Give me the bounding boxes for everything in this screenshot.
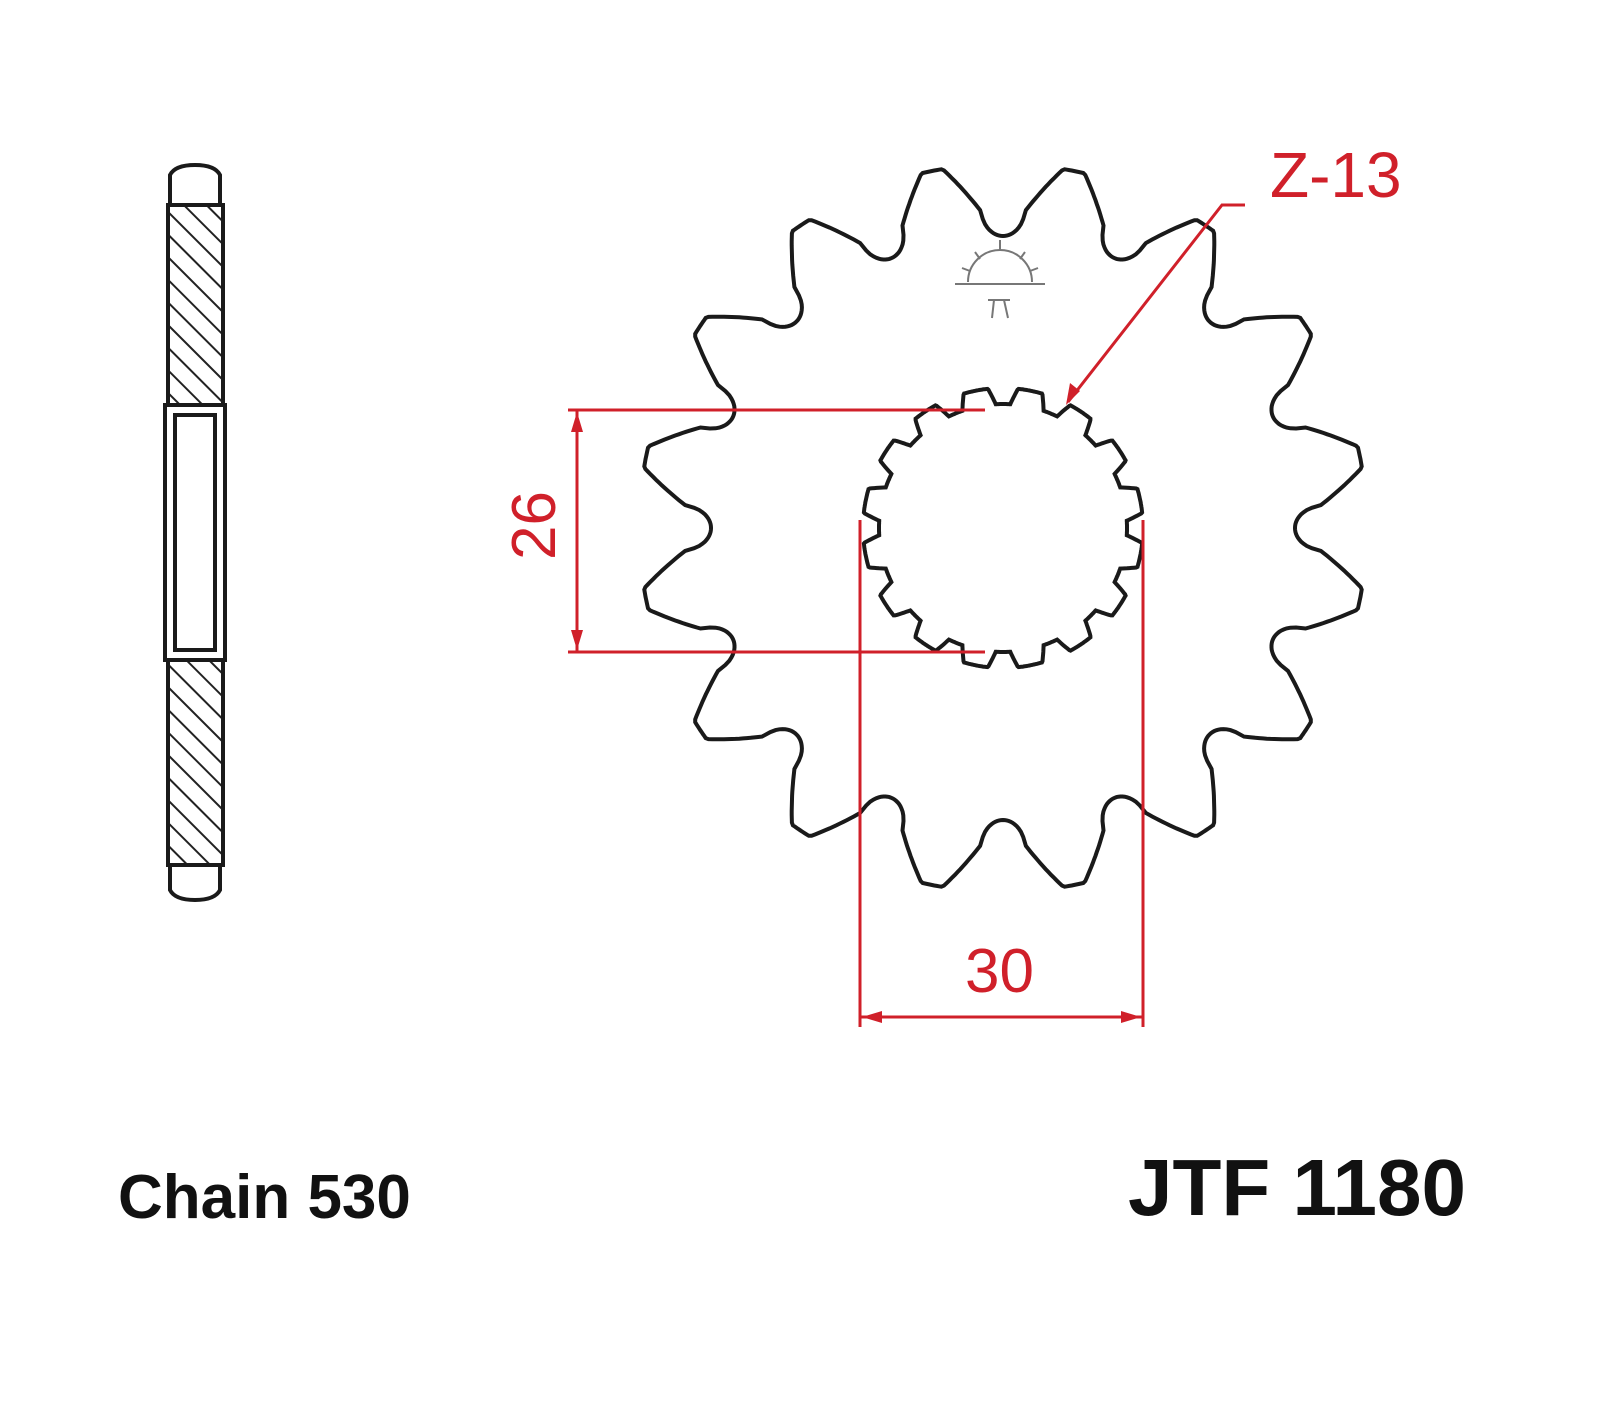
- sprocket-outline: [642, 167, 1364, 889]
- hatched-section-top: [166, 203, 225, 407]
- tooth-count-label: Z-13: [1270, 139, 1402, 211]
- height-dimension-label: 26: [500, 491, 569, 560]
- chain-size-label: Chain 530: [118, 1163, 411, 1232]
- dimension-lines: [568, 203, 1245, 1027]
- side-profile-view: [163, 162, 227, 903]
- part-number-label: JTF 1180: [1128, 1143, 1466, 1232]
- width-dimension-label: 30: [965, 937, 1034, 1006]
- spline-bore-outline: [861, 386, 1145, 670]
- manufacturer-logo: [955, 240, 1045, 319]
- hatched-section-bottom: [166, 658, 225, 867]
